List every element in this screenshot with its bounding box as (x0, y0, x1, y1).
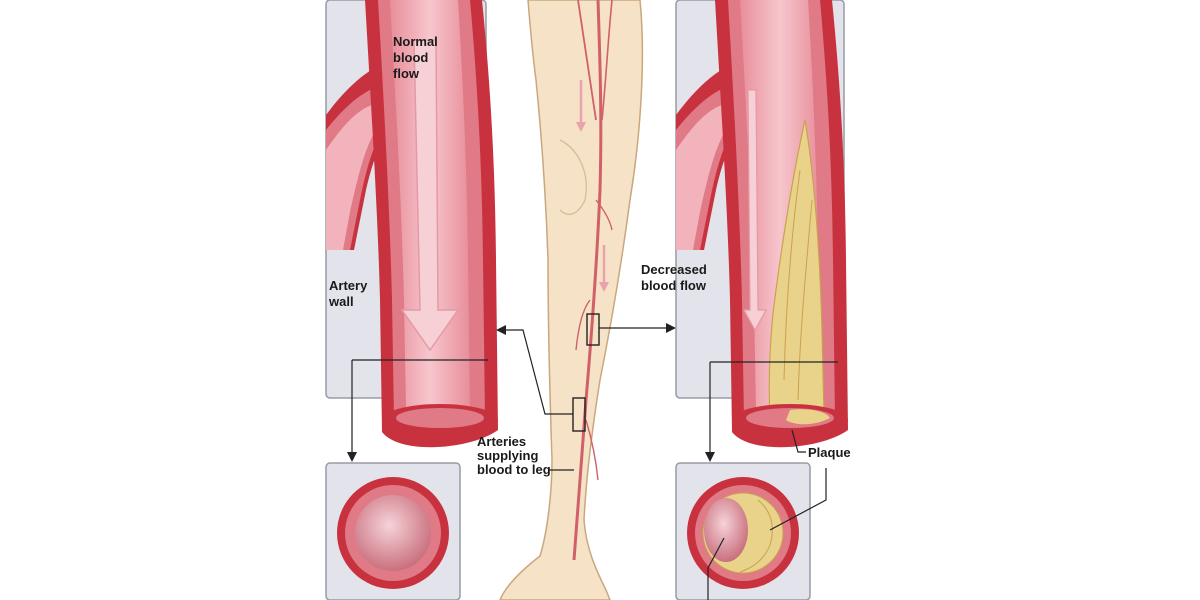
blocked-artery-panel: Decreased blood flow Plaque (641, 0, 851, 462)
blocked-cross-section (675, 462, 827, 600)
normal-lumen (355, 495, 431, 571)
decreased-blood-flow-label: Decreased blood flow (641, 262, 710, 293)
arteries-supplying-label: Arteries supplying blood to leg (477, 434, 551, 477)
artery-wall-label: Artery wall (328, 278, 371, 309)
normal-cross-section (325, 462, 461, 600)
decreased-flow-arrow (742, 89, 768, 332)
leg-outline (499, 0, 644, 600)
upper-artery-highlight (586, 313, 600, 346)
plaque-label: Plaque (808, 445, 851, 460)
normal-blood-flow-label: Normal blood flow (393, 34, 441, 81)
normal-artery-panel: Normal blood flow Artery wall (325, 0, 498, 462)
leg-illustration: Arteries supplying blood to leg (477, 0, 676, 600)
narrowed-lumen (704, 498, 748, 562)
normal-flow-arrow (400, 39, 460, 352)
leg-artery (572, 0, 603, 561)
